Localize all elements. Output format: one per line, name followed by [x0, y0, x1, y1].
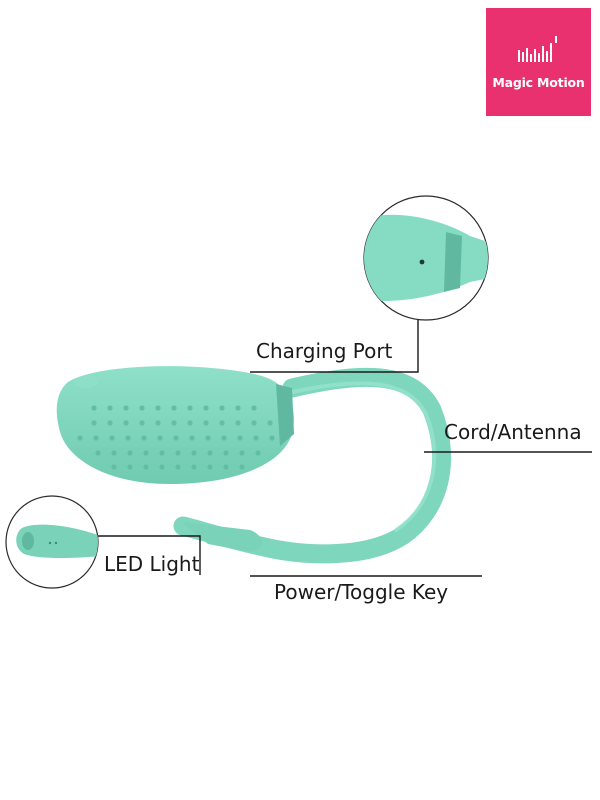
texture-dot — [111, 464, 117, 470]
texture-dot — [143, 450, 149, 456]
texture-dot — [91, 420, 97, 426]
charging-port-label: Charging Port — [256, 339, 393, 363]
texture-dot — [159, 464, 165, 470]
texture-dot — [123, 405, 129, 411]
texture-dot — [269, 435, 275, 441]
texture-dot — [189, 435, 195, 441]
texture-dot — [77, 435, 83, 441]
texture-dot — [187, 420, 193, 426]
led-light-leader-line — [98, 535, 201, 575]
texture-dot — [157, 435, 163, 441]
texture-dot — [251, 420, 257, 426]
texture-dot — [139, 420, 145, 426]
led-light-label: LED Light — [104, 552, 200, 576]
texture-dot — [223, 450, 229, 456]
texture-dot — [125, 435, 131, 441]
brand-logo: Magic Motion — [486, 8, 591, 116]
texture-dot — [171, 420, 177, 426]
texture-dot — [207, 450, 213, 456]
texture-dot — [107, 405, 113, 411]
texture-dot — [127, 464, 133, 470]
texture-dot — [219, 405, 225, 411]
texture-dot — [95, 450, 101, 456]
texture-dot — [239, 450, 245, 456]
texture-dot — [191, 464, 197, 470]
power-toggle-key — [182, 522, 262, 552]
texture-dot — [175, 450, 181, 456]
texture-dot — [159, 450, 165, 456]
texture-dot — [109, 435, 115, 441]
texture-dot — [171, 405, 177, 411]
texture-dot — [251, 405, 257, 411]
texture-dot — [191, 450, 197, 456]
texture-dot — [175, 464, 181, 470]
brand-name: Magic Motion — [492, 75, 585, 90]
texture-dot — [187, 405, 193, 411]
cord-antenna-label: Cord/Antenna — [444, 420, 582, 444]
texture-dot — [93, 435, 99, 441]
texture-dot — [239, 464, 245, 470]
charging-port-leader-line — [250, 320, 419, 373]
texture-dot — [205, 435, 211, 441]
texture-dot — [127, 450, 133, 456]
texture-dot — [221, 435, 227, 441]
texture-dot — [111, 450, 117, 456]
texture-dot — [143, 464, 149, 470]
texture-dot — [123, 420, 129, 426]
texture-dot — [141, 435, 147, 441]
texture-dot — [253, 435, 259, 441]
texture-dot — [203, 420, 209, 426]
texture-dot — [139, 405, 145, 411]
texture-dot — [267, 420, 273, 426]
texture-dot — [173, 435, 179, 441]
texture-dot — [155, 405, 161, 411]
texture-dot — [91, 405, 97, 411]
texture-dot — [237, 435, 243, 441]
texture-dot — [223, 464, 229, 470]
charging-port-icon — [419, 259, 425, 265]
texture-dot — [107, 420, 113, 426]
texture-dot — [207, 464, 213, 470]
texture-dot — [255, 450, 261, 456]
power-toggle-key-label: Power/Toggle Key — [274, 580, 449, 604]
texture-dot — [203, 405, 209, 411]
texture-dot — [235, 420, 241, 426]
texture-dot — [155, 420, 161, 426]
sound-wave-logo-icon — [518, 36, 557, 62]
texture-dot — [235, 405, 241, 411]
texture-dot — [219, 420, 225, 426]
